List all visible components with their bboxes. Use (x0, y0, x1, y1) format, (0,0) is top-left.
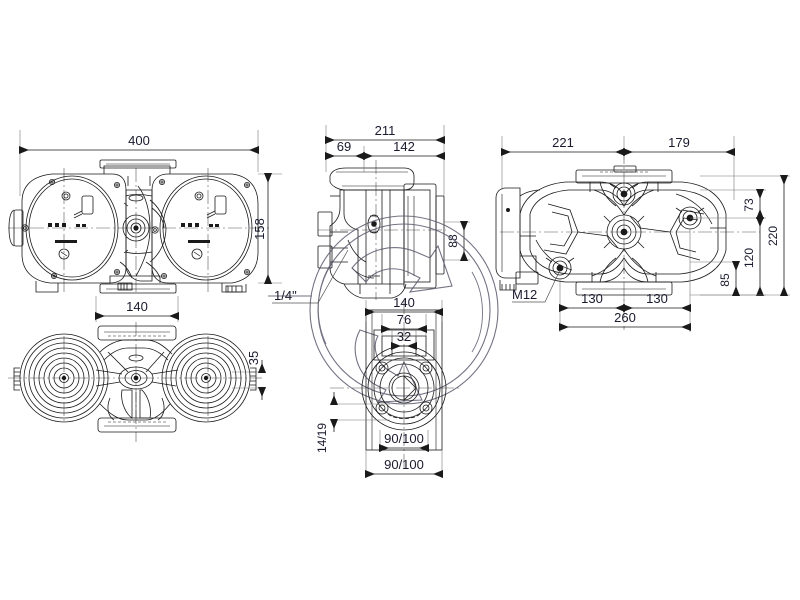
side-view-group (317, 160, 446, 300)
dim-rear-130-right: 130 (623, 228, 691, 314)
pump-housing-front (99, 159, 177, 294)
dim-rear-220: 220 (700, 175, 790, 296)
dim-label-260: 260 (614, 310, 636, 325)
bottom-slot-inner (381, 335, 427, 357)
front-mounting-feet (35, 281, 247, 293)
left-housing-screws (21, 178, 121, 279)
dim-label-120: 120 (742, 248, 756, 268)
dim-label-130-right: 130 (646, 291, 668, 306)
dim-flange-140-front: 140 (95, 296, 179, 322)
left-cable-gland (8, 209, 15, 247)
dim-label-140-bottom: 140 (393, 295, 415, 310)
dim-label-flange-a: 90/100 (384, 431, 424, 446)
dim-offset-35: 35 (232, 351, 266, 400)
dim-bottom-32: 32 (391, 329, 417, 350)
dim-label-130-left: 130 (581, 291, 603, 306)
top-flange-outline (103, 165, 171, 174)
leader-line-m12 (512, 269, 561, 303)
dim-label-85: 85 (718, 273, 732, 287)
rear-bracket (520, 255, 537, 272)
rear-bottom-flange (575, 281, 673, 296)
dim-label-14-19: 14/19 (315, 423, 329, 453)
right-pump-head-plan (161, 333, 257, 423)
side-edge-strip (435, 195, 445, 275)
label-m12: M12 (512, 287, 537, 302)
label-quarter-inch: 1/4" (274, 288, 297, 303)
dim-width-211: 211 (325, 123, 445, 196)
rear-vane-details (520, 181, 726, 283)
left-control-panel (48, 191, 94, 260)
dim-overall-length-400: 400 (19, 130, 259, 196)
rear-foot-left (515, 271, 539, 285)
side-motor-cap (329, 167, 415, 191)
dim-rear-221: 221 (501, 135, 625, 190)
dim-label-142: 142 (393, 139, 415, 154)
dim-bottom-76: 76 (381, 312, 427, 336)
watermark-arrow-lower (354, 329, 423, 403)
callout-m12: M12 (512, 269, 561, 303)
dim-bottom-thickness: 14/19 (315, 392, 390, 453)
dim-label-flange-b: 90/100 (384, 457, 424, 472)
dim-label-400: 400 (128, 133, 150, 148)
dim-label-211: 211 (375, 123, 396, 138)
left-terminal-box (13, 209, 24, 247)
plan-view-group (8, 322, 262, 442)
plan-bottom-flange (97, 417, 177, 433)
right-motor-housing (151, 173, 259, 284)
pump-casting-plan (95, 325, 179, 433)
dim-label-76: 76 (397, 312, 411, 327)
dim-split-69-142: 69 142 (325, 139, 445, 172)
watermark-arc-right (471, 271, 483, 353)
dim-label-221: 221 (552, 135, 574, 150)
rear-terminal-box (495, 187, 521, 279)
watermark-outer-circle (309, 215, 499, 405)
dim-label-158: 158 (252, 218, 267, 240)
dim-rear-73: 73 (690, 189, 766, 219)
left-pump-head-plan (13, 333, 109, 423)
rear-inner-contour (529, 189, 719, 275)
side-lower-transition (343, 283, 407, 299)
rear-top-hub (609, 182, 639, 206)
right-motor-can-inner (162, 178, 250, 278)
dim-label-73: 73 (742, 198, 756, 212)
rear-upper-edge (519, 189, 541, 197)
dim-flange-b: 90/100 (365, 450, 443, 478)
right-control-panel (181, 191, 227, 260)
side-internal-details (317, 190, 391, 294)
dim-label-179: 179 (668, 135, 690, 150)
dim-height-158: 158 (252, 173, 282, 284)
right-motor-can (159, 175, 253, 281)
rear-view-group (495, 150, 760, 330)
dim-label-140-front: 140 (126, 299, 148, 314)
dim-rear-179: 179 (623, 135, 735, 200)
left-motor-can-inner (28, 178, 116, 278)
dim-bottom-140: 140 (365, 295, 443, 322)
dim-label-220: 220 (766, 226, 780, 246)
dim-label-32: 32 (397, 329, 411, 344)
annotation-quarter-inch: 1/4" (272, 249, 349, 304)
dim-label-35: 35 (246, 351, 261, 365)
centerlines-side (318, 160, 446, 300)
dim-rear-260: 260 (559, 310, 691, 332)
plan-top-flange (97, 325, 177, 341)
front-view-group (8, 159, 272, 294)
leader-line-quarter-inch (272, 249, 349, 304)
watermark-arrow-upper (351, 244, 453, 293)
dim-flange-a: 90/100 (379, 430, 429, 452)
dim-rear-85: 85 (690, 261, 740, 296)
dim-label-69: 69 (337, 139, 351, 154)
